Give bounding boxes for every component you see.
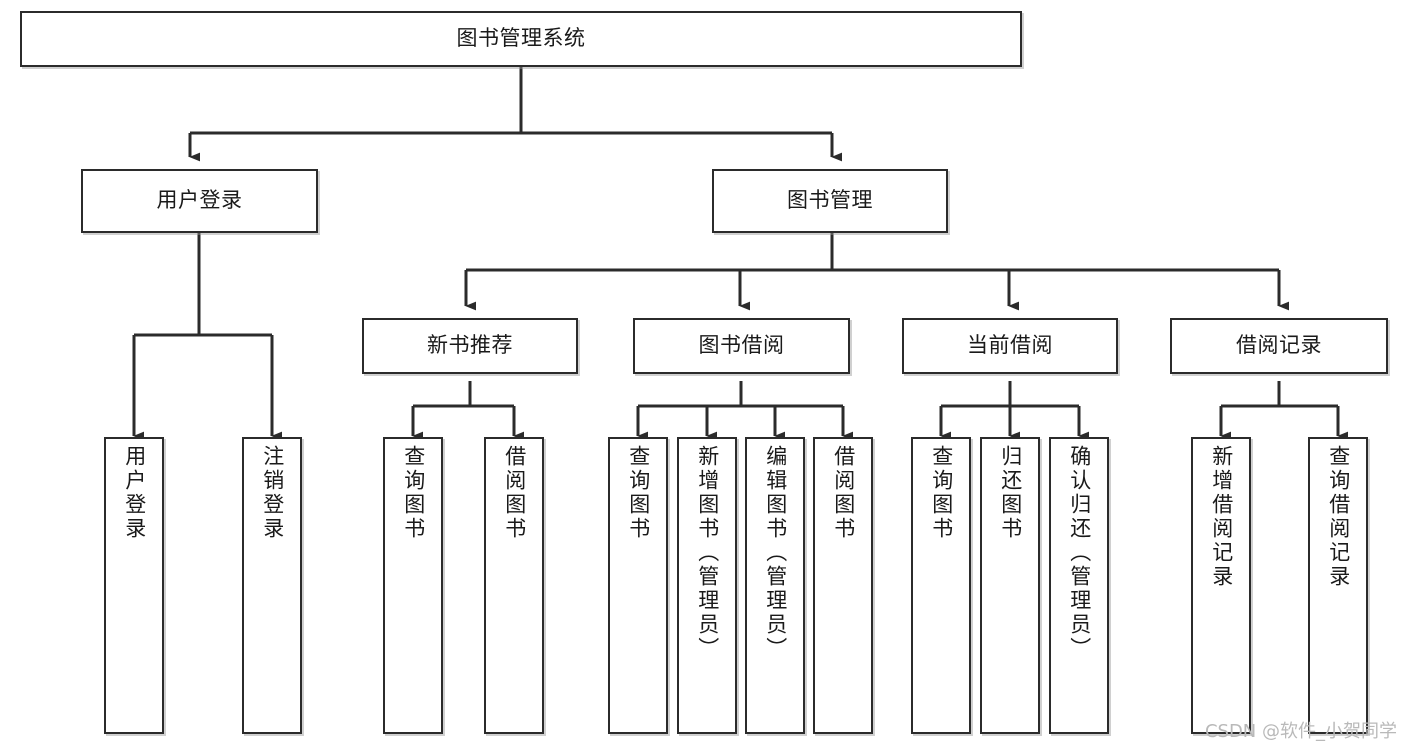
node-leaf-query-book-current[interactable]: 查询图书 — [911, 437, 971, 734]
node-leaf-add-borrow-record[interactable]: 新增借阅记录 — [1191, 437, 1251, 734]
node-leaf-return-book[interactable]: 归还图书 — [980, 437, 1040, 734]
node-leaf-query-borrow-record[interactable]: 查询借阅记录 — [1308, 437, 1368, 734]
node-leaf-user-login-label: 用户登录 — [122, 445, 147, 541]
watermark-text: CSDN @软件_小贺同学 — [1204, 721, 1397, 742]
node-leaf-borrow-book-new-label: 借阅图书 — [502, 445, 527, 541]
node-borrow-records[interactable]: 借阅记录 — [1170, 318, 1388, 374]
node-leaf-return-book-label: 归还图书 — [998, 445, 1023, 541]
node-current-borrow[interactable]: 当前借阅 — [902, 318, 1118, 374]
node-leaf-query-book-current-label: 查询图书 — [929, 445, 954, 541]
node-leaf-query-book-new-label: 查询图书 — [401, 445, 426, 541]
node-borrow-records-label: 借阅记录 — [1236, 333, 1322, 358]
node-leaf-user-login[interactable]: 用户登录 — [104, 437, 164, 734]
node-book-management[interactable]: 图书管理 — [712, 169, 948, 233]
node-leaf-query-book-new[interactable]: 查询图书 — [383, 437, 443, 734]
node-leaf-edit-book-admin[interactable]: 编辑图书（管理员） — [745, 437, 805, 734]
node-new-book-recommend-label: 新书推荐 — [427, 333, 513, 358]
node-root-label: 图书管理系统 — [456, 26, 586, 51]
node-leaf-borrow-book-label: 借阅图书 — [831, 445, 856, 541]
node-user-login-label: 用户登录 — [156, 188, 243, 213]
node-leaf-logout-label: 注销登录 — [260, 445, 285, 541]
node-new-book-recommend[interactable]: 新书推荐 — [362, 318, 578, 374]
node-leaf-add-book-admin[interactable]: 新增图书（管理员） — [677, 437, 737, 734]
node-current-borrow-label: 当前借阅 — [967, 333, 1053, 358]
node-leaf-query-book-borrow-label: 查询图书 — [626, 445, 651, 541]
node-root[interactable]: 图书管理系统 — [20, 11, 1022, 67]
node-leaf-edit-book-admin-label: 编辑图书（管理员） — [763, 445, 788, 661]
node-leaf-borrow-book-new[interactable]: 借阅图书 — [484, 437, 544, 734]
node-leaf-query-book-borrow[interactable]: 查询图书 — [608, 437, 668, 734]
node-leaf-confirm-return-admin-label: 确认归还（管理员） — [1067, 445, 1092, 661]
node-leaf-add-borrow-record-label: 新增借阅记录 — [1209, 445, 1234, 589]
node-leaf-logout[interactable]: 注销登录 — [242, 437, 302, 734]
node-book-management-label: 图书管理 — [787, 188, 873, 213]
node-leaf-borrow-book[interactable]: 借阅图书 — [813, 437, 873, 734]
node-leaf-add-book-admin-label: 新增图书（管理员） — [695, 445, 720, 661]
node-user-login[interactable]: 用户登录 — [81, 169, 318, 233]
node-leaf-query-borrow-record-label: 查询借阅记录 — [1326, 445, 1351, 589]
node-leaf-confirm-return-admin[interactable]: 确认归还（管理员） — [1049, 437, 1109, 734]
node-book-borrow-label: 图书借阅 — [698, 333, 785, 358]
node-book-borrow[interactable]: 图书借阅 — [633, 318, 850, 374]
